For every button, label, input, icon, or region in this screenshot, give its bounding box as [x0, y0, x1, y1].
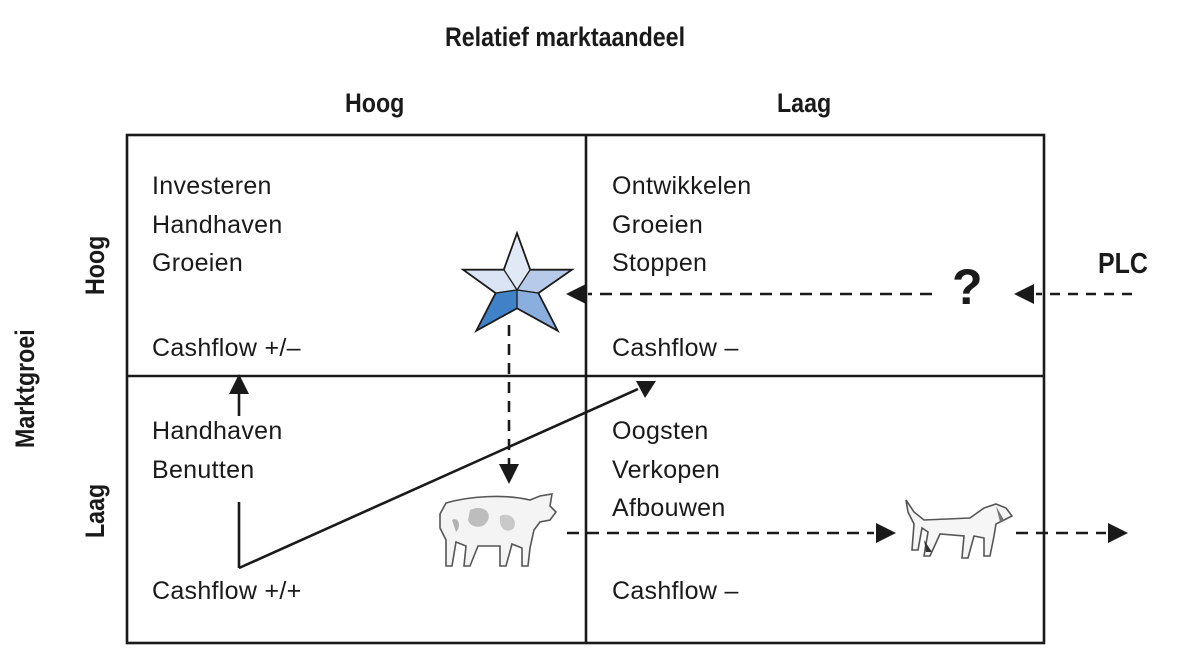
- plc-arrow: [1014, 284, 1132, 304]
- question-to-star-arrow: [566, 284, 932, 304]
- star-icon: [460, 230, 575, 333]
- question-mark-icon: ?: [952, 259, 983, 315]
- star-to-cow-arrow: [499, 325, 519, 484]
- dog-exit-arrow: [1016, 523, 1128, 543]
- dog-quadrant-strategies: Oogsten Verkopen Afbouwen: [612, 417, 726, 522]
- plc-label: PLC: [1098, 248, 1148, 280]
- cow-to-question-arrow: [238, 381, 656, 570]
- cow-to-star-arrow: [229, 374, 249, 568]
- x-axis-high-label: Hoog: [345, 88, 405, 118]
- x-axis-low-label: Laag: [777, 88, 832, 118]
- cow-quadrant-strategies: Handhaven Benutten: [152, 417, 283, 484]
- star-quadrant-cashflow: Cashflow +/–: [152, 334, 301, 362]
- cow-to-dog-arrow: [567, 523, 896, 543]
- x-axis-title: Relatief marktaandeel: [445, 22, 686, 52]
- cow-icon: [439, 493, 558, 567]
- question-quadrant-strategies: Ontwikkelen Groeien Stoppen: [612, 172, 752, 277]
- matrix-grid: [125, 133, 1046, 645]
- cow-quadrant-cashflow: Cashflow +/+: [152, 577, 302, 605]
- question-quadrant-cashflow: Cashflow –: [612, 334, 739, 362]
- dog-icon: [905, 499, 1014, 559]
- star-quadrant-strategies: Investeren Handhaven Groeien: [152, 172, 283, 277]
- dog-quadrant-cashflow: Cashflow –: [612, 577, 739, 605]
